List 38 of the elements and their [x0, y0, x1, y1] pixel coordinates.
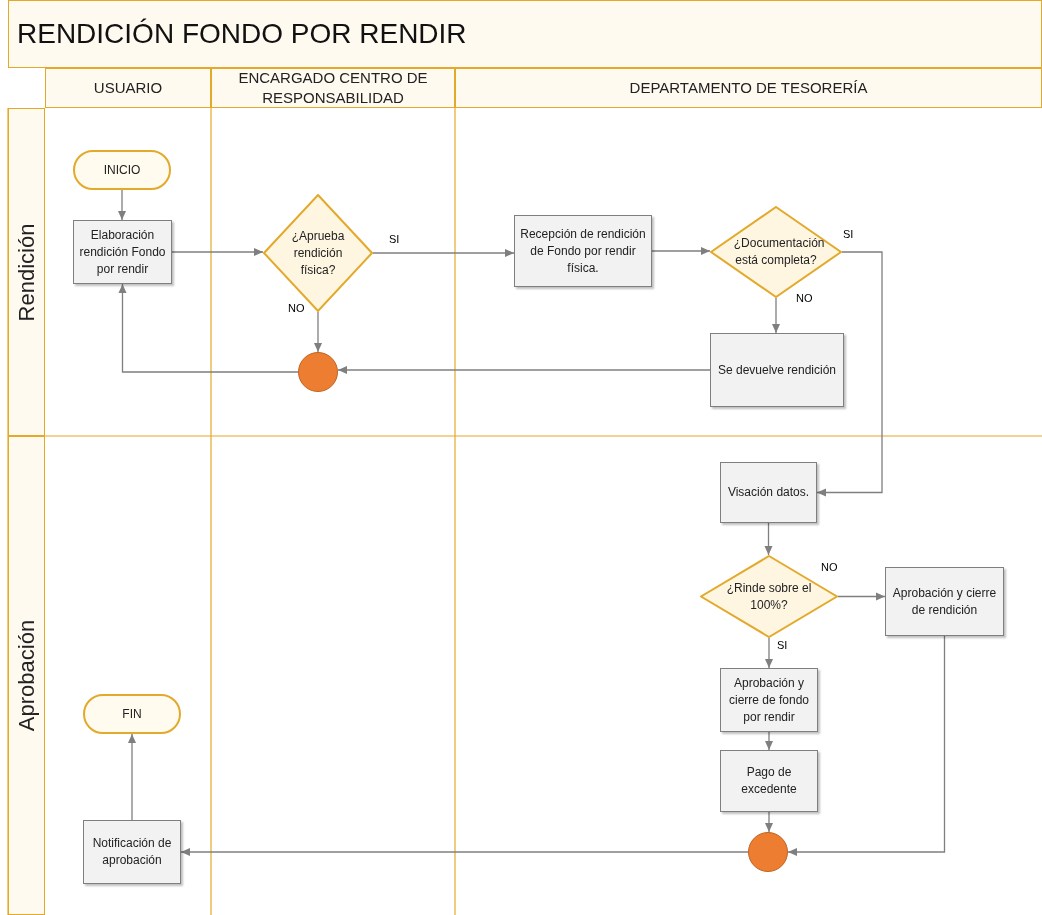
arrow [837, 592, 886, 601]
lane-header: Rendición [8, 108, 45, 436]
arrow [772, 297, 780, 334]
lane-header: Aprobación [8, 436, 45, 915]
arrow [764, 522, 773, 556]
arrow [787, 635, 946, 856]
arrow [765, 637, 773, 669]
arrow [118, 283, 299, 373]
lane-header: USUARIO [45, 68, 211, 108]
arrow [765, 811, 773, 833]
terminator-pill: FIN [83, 694, 181, 734]
diagram-title: RENDICIÓN FONDO POR RENDIR [17, 17, 467, 51]
arrow [337, 366, 711, 374]
arrow [171, 248, 264, 256]
process-box: Pago de excedente [720, 750, 818, 812]
arrow [816, 251, 883, 497]
process-box: Elaboración rendición Fondo por rendir [73, 220, 172, 284]
process-box: Se devuelve rendición [710, 333, 844, 407]
lane-header: ENCARGADO CENTRO DE RESPONSABILIDAD [211, 68, 455, 108]
arrow [314, 311, 322, 353]
arrow [128, 733, 136, 821]
edge-label: NO [820, 562, 839, 573]
process-box: Recepción de rendición de Fondo por rendir física. [514, 215, 652, 287]
edge-label: SI [388, 234, 401, 245]
arrow [180, 848, 749, 856]
arrow [372, 249, 515, 257]
edge-label: SI [776, 640, 789, 651]
arrow [118, 189, 126, 221]
process-box: Aprobación y cierre de fondo por rendir [720, 668, 818, 732]
arrow [651, 247, 711, 255]
arrow [765, 731, 773, 751]
edge-label: NO [287, 303, 306, 314]
terminator-pill: INICIO [73, 150, 171, 190]
edge-label: SI [842, 229, 855, 240]
process-box: Notificación de aprobación [83, 820, 181, 884]
process-box: Aprobación y cierre de rendición [885, 567, 1004, 636]
lane-header: DEPARTAMENTO DE TESORERÍA [455, 68, 1042, 108]
process-box: Visación datos. [720, 462, 817, 523]
